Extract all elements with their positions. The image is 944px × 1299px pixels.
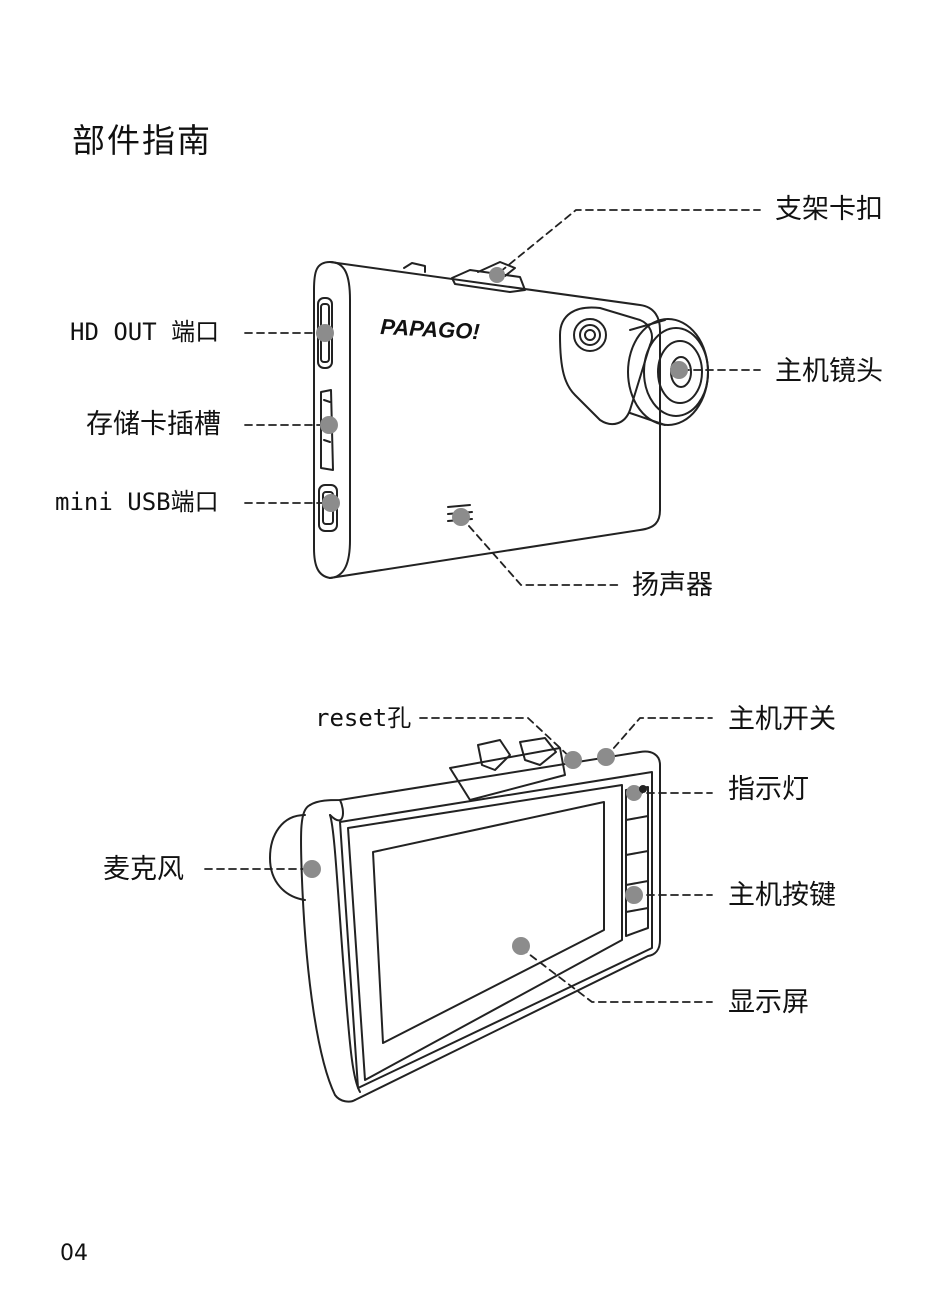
page-title: 部件指南: [72, 121, 212, 160]
label-mini-usb: mini USB端口: [55, 488, 219, 516]
indicator-led: [639, 785, 647, 793]
leader-lines: [204, 209, 761, 1003]
marker-dots: [303, 267, 688, 955]
label-lens: 主机镜头: [775, 356, 883, 387]
label-indicator: 指示灯: [728, 774, 809, 805]
label-power: 主机开关: [728, 704, 836, 735]
label-mount-clip: 支架卡扣: [775, 194, 883, 225]
label-reset: reset孔: [315, 704, 412, 732]
label-hd-out: HD OUT 端口: [70, 318, 220, 346]
back-camera-body: [269, 737, 661, 1103]
page-number: 04: [60, 1241, 88, 1266]
label-buttons: 主机按键: [728, 880, 836, 911]
label-mic: 麦克风: [103, 854, 184, 885]
label-card-slot: 存储卡插槽: [86, 409, 221, 440]
label-speaker: 扬声器: [632, 570, 713, 601]
brand-logo: PAPAGO!: [380, 314, 481, 344]
label-screen: 显示屏: [728, 987, 809, 1018]
front-camera-body: [313, 261, 709, 579]
